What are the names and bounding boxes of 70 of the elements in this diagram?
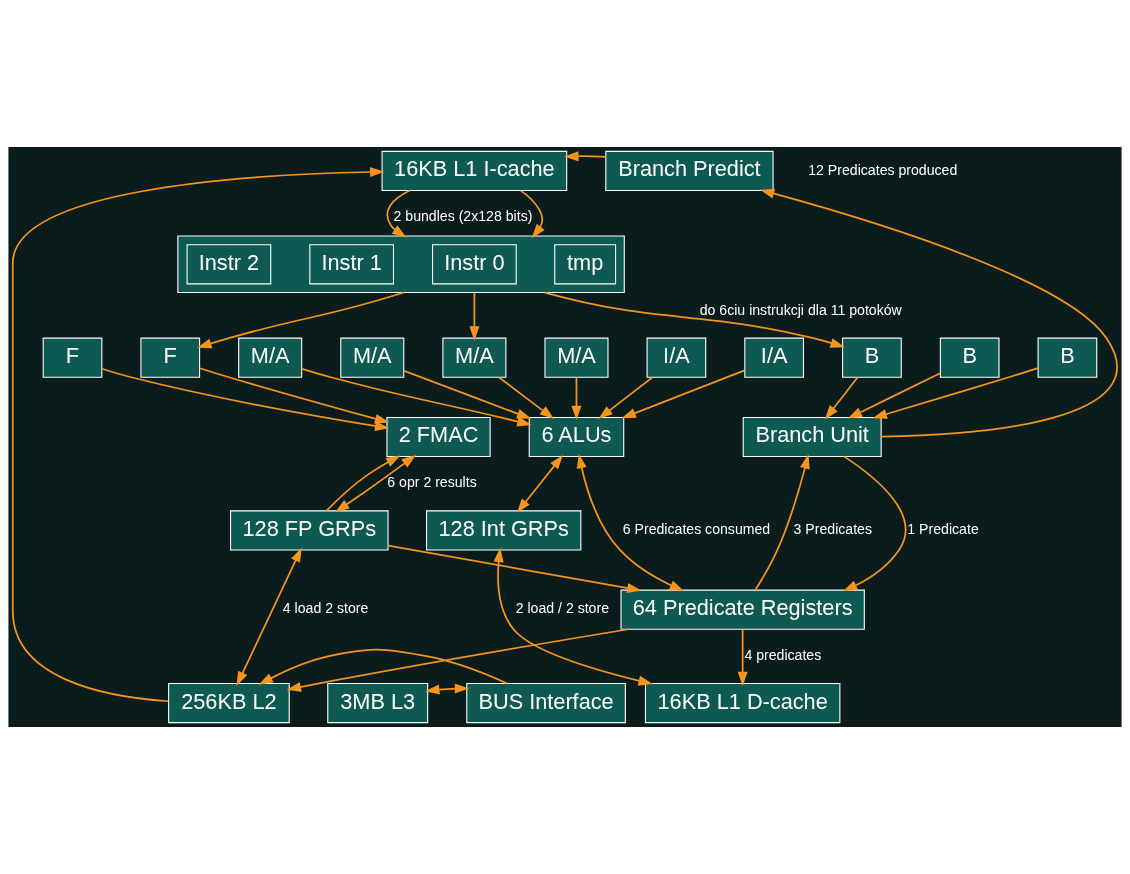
label: 12 Predicates produced: [808, 161, 958, 178]
arrow: [198, 367, 390, 424]
arrow: [11, 167, 385, 703]
arrow: [872, 367, 1039, 419]
arrow: [386, 189, 411, 238]
node-box: B: [842, 337, 902, 378]
arrow: [498, 376, 555, 419]
arrow: [564, 151, 607, 162]
edge-label: 6 Predicates consumed: [622, 521, 771, 538]
node-box: M/A: [238, 337, 303, 378]
arrow: [325, 455, 401, 512]
arrow: [335, 455, 416, 513]
edge-label: 1 Predicate: [907, 521, 979, 538]
node-box: M/A: [340, 337, 405, 378]
arrow: [842, 455, 907, 592]
node-box: 128 Int GRPs: [426, 510, 582, 551]
node-box: B: [939, 337, 1000, 378]
node-box: F: [42, 337, 103, 378]
node-box: Instr 1: [309, 244, 394, 285]
arrow: [493, 547, 653, 686]
node-box: Instr 2: [186, 244, 272, 285]
arrow: [544, 291, 845, 348]
node-box: Branch Predict: [605, 150, 774, 191]
arrow: [760, 188, 1118, 438]
arrow: [425, 683, 470, 695]
arrow: [598, 376, 654, 420]
node-box: F: [140, 337, 201, 378]
node-box: 6 ALUs: [528, 416, 625, 458]
node-box: Branch Unit: [742, 416, 882, 458]
arrow: [737, 628, 748, 687]
node-box: 3MB L3: [327, 683, 429, 724]
node-box: tmp: [554, 244, 617, 285]
arrow: [571, 376, 582, 421]
arrow: [847, 372, 941, 419]
arrow: [197, 291, 405, 349]
arrow: [236, 547, 302, 686]
node-box: M/A: [442, 337, 507, 378]
node-box: 16KB L1 I-cache: [381, 150, 568, 191]
edge-label: 6 opr 2 results: [387, 474, 477, 491]
node-box: 16KB L1 D-cache: [644, 683, 841, 724]
edge-label: do 6ciu instrukcji dla 11 potoków: [699, 301, 902, 318]
arrow: [286, 628, 630, 692]
arrow: [403, 369, 532, 419]
arrow: [387, 544, 642, 594]
edge-label: 4 predicates: [744, 647, 822, 664]
node-box: I/A: [744, 337, 805, 378]
node-box: 256KB L2: [168, 683, 290, 724]
node-box: 64 Predicate Registers: [620, 589, 865, 630]
arrow: [301, 367, 532, 427]
node-box: B: [1037, 337, 1098, 378]
edge-label: 4 load 2 store: [282, 600, 369, 617]
arrow: [824, 376, 859, 420]
node-box: 128 FP GRPs: [230, 510, 389, 551]
node-box: Instr 0: [432, 244, 517, 285]
arrow: [754, 454, 810, 591]
arrow: [516, 454, 564, 513]
cluster: [177, 235, 625, 294]
arrow: [469, 291, 480, 341]
node-box: I/A: [646, 337, 707, 378]
node-box: M/A: [544, 337, 609, 378]
edge-label: 3 Predicates: [793, 521, 873, 538]
node-box: BUS Interface: [466, 683, 626, 724]
arrow: [576, 454, 684, 592]
node-box: 2 FMAC: [386, 416, 491, 458]
edge-label: 2 load / 2 store: [515, 600, 610, 617]
arrow: [621, 369, 746, 419]
edge-label: 2 bundles (2x128 bits): [393, 208, 533, 225]
arrow: [519, 189, 545, 239]
arrow: [101, 367, 390, 431]
arrow: [258, 648, 509, 685]
